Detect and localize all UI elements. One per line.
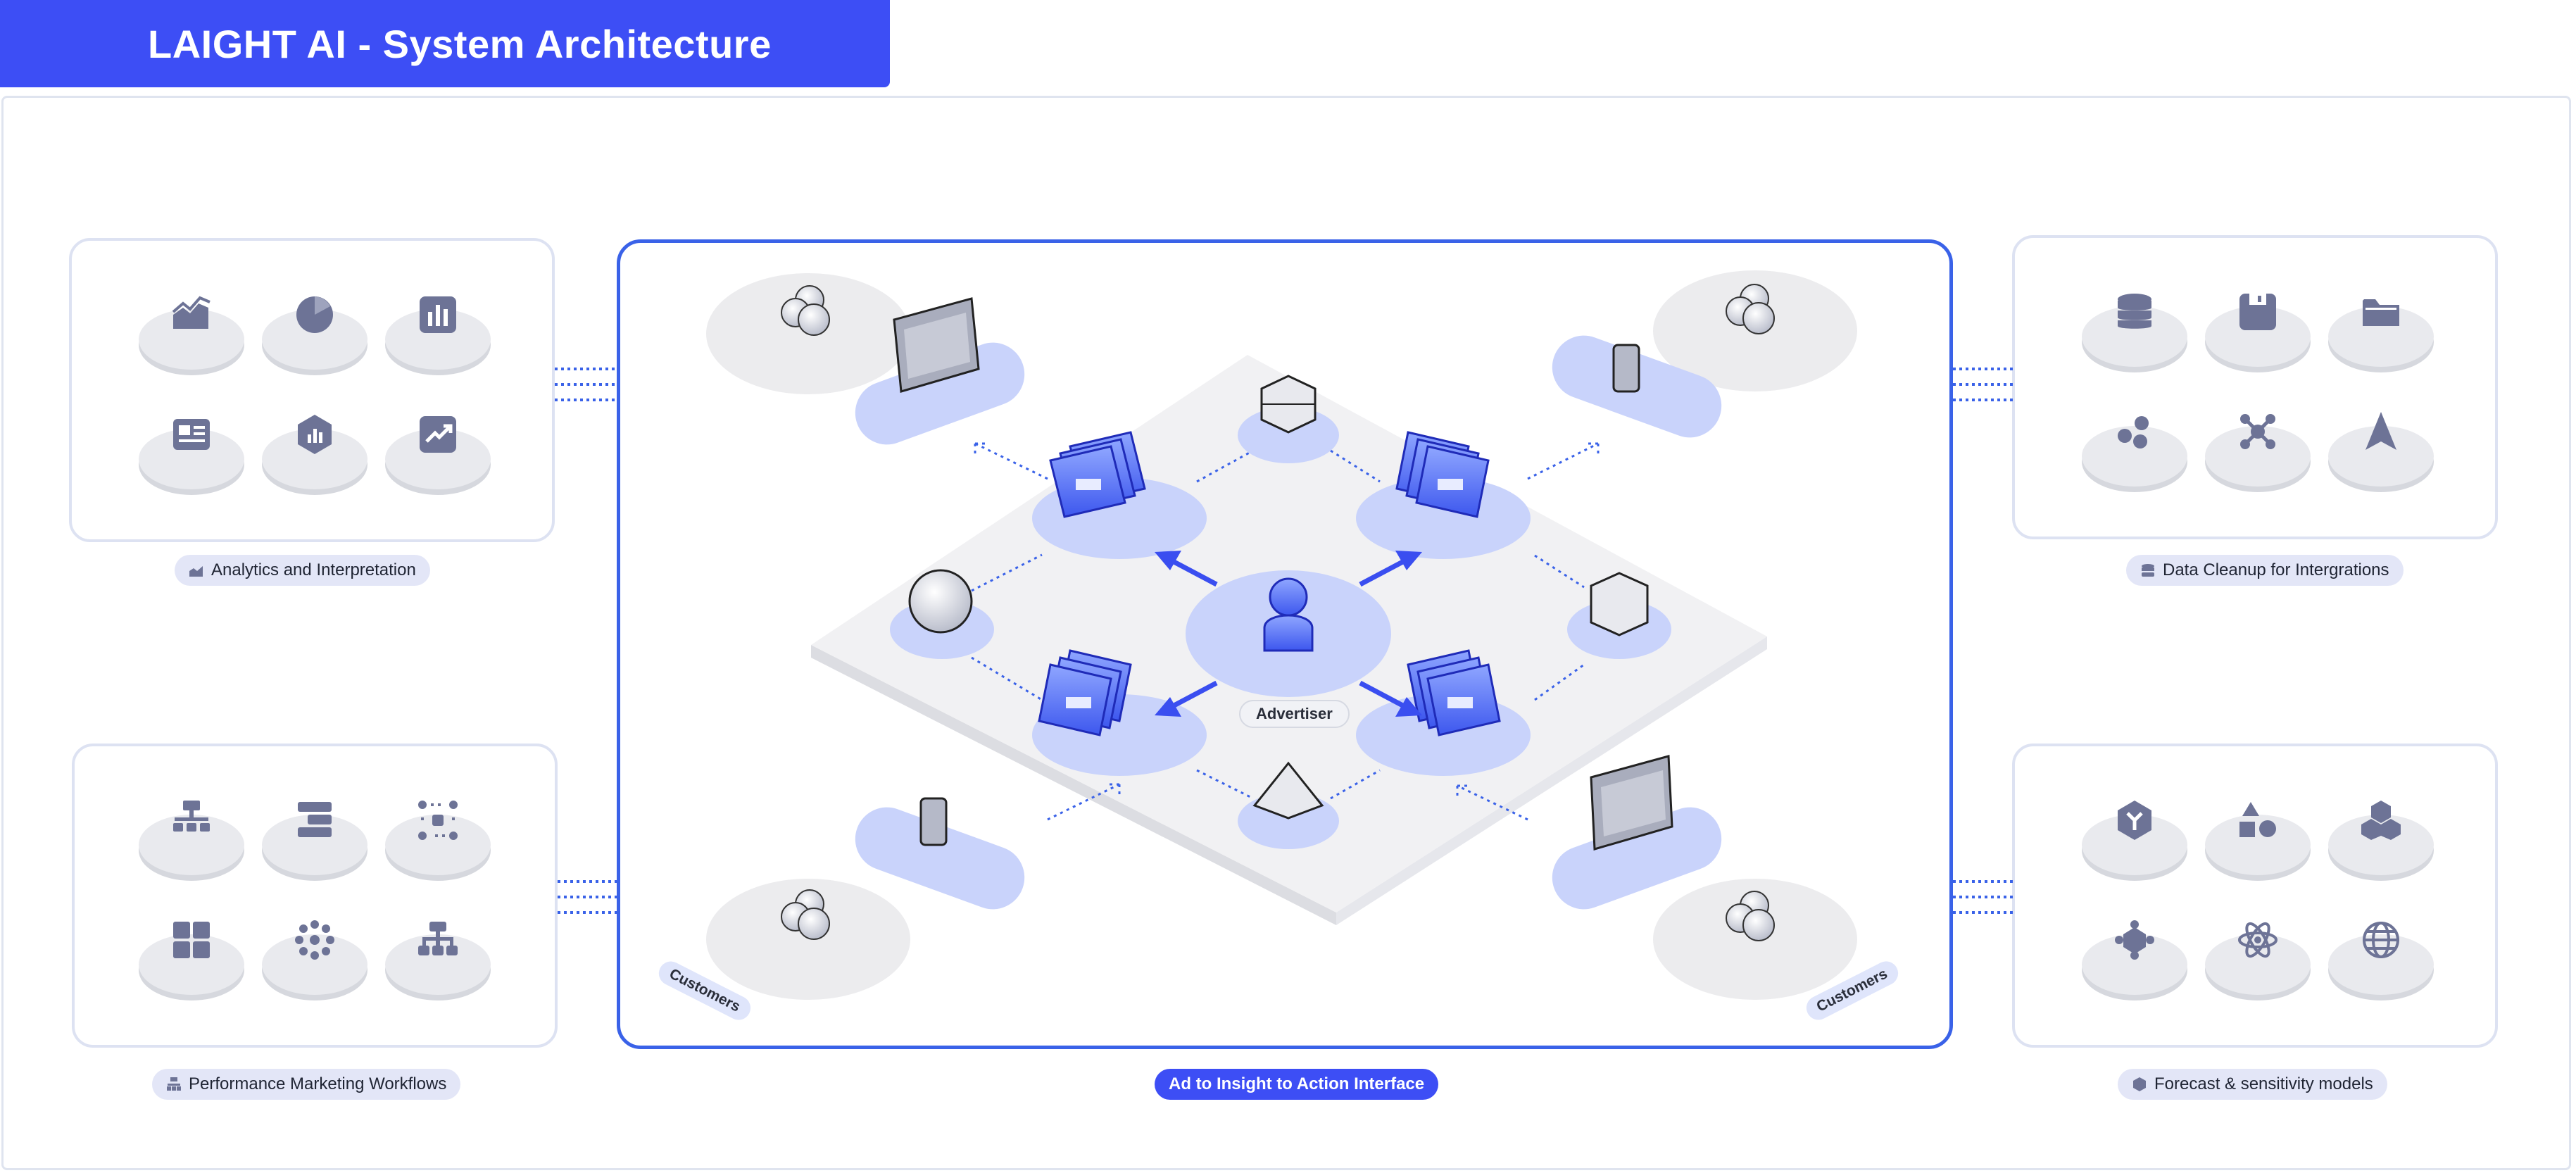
data-cleanup-tile <box>2328 291 2434 368</box>
customer-group-bottom-right <box>1653 879 1857 1000</box>
analytics-tile <box>262 413 367 491</box>
database-icon <box>2118 294 2151 329</box>
data-cleanup-tile <box>2205 291 2311 368</box>
data-cleanup-label: Data Cleanup for Intergrations <box>2126 555 2404 586</box>
flower-icon <box>295 920 334 960</box>
analytics-tile <box>139 294 244 371</box>
customer-group-top-right <box>1653 270 1857 391</box>
analytics-tile <box>385 294 491 371</box>
data-cleanup-tile <box>2205 410 2311 488</box>
monitor-top-left <box>855 297 1025 445</box>
save-icon <box>2239 294 2276 330</box>
dashboard-icon <box>173 419 210 450</box>
network-icon <box>2240 414 2275 449</box>
advertiser-arrows <box>1155 551 1422 717</box>
title-bar: LAIGHT AI - System Architecture <box>0 0 890 87</box>
forecast-tile <box>2205 799 2311 877</box>
cubes-icon <box>2361 801 2401 840</box>
pie-chart-icon <box>296 296 333 333</box>
hex-chart-icon <box>298 415 332 454</box>
dots-cluster-icon <box>2118 416 2149 448</box>
pyramid-node <box>1238 761 1339 849</box>
performance-tile <box>385 799 491 877</box>
shapes-icon <box>2239 802 2276 837</box>
advertiser-node <box>1186 570 1391 697</box>
page-title: LAIGHT AI - System Architecture <box>148 21 772 66</box>
performance-tile <box>262 799 367 877</box>
performance-tile <box>139 799 244 877</box>
forecast-tile <box>2328 799 2434 877</box>
phone-top-right <box>1552 335 1722 438</box>
isometric-scene <box>706 270 1857 1000</box>
server-node <box>1238 375 1339 463</box>
performance-tile <box>262 919 367 996</box>
hex-y-icon <box>2133 1077 2146 1091</box>
diagram-canvas <box>1 96 2571 1170</box>
center-frame <box>617 239 1953 1049</box>
sitemap-icon <box>173 801 210 832</box>
hex-y-icon <box>2118 801 2151 840</box>
atom-icon <box>2238 922 2277 958</box>
grid-icon <box>173 922 210 958</box>
center-label: Ad to Insight to Action Interface <box>1155 1069 1439 1100</box>
area-chart-icon <box>172 296 211 329</box>
forecast-tile <box>2082 919 2187 996</box>
folder-icon <box>2363 299 2399 326</box>
performance-label: Performance Marketing Workflows <box>152 1069 461 1100</box>
hex-server-node <box>1567 572 1671 659</box>
forecast-label: Forecast & sensitivity models <box>2118 1069 2387 1100</box>
customer-group-top-left <box>706 273 910 394</box>
analytics-panel <box>69 238 555 542</box>
phone-bottom-left <box>855 797 1025 910</box>
area-chart-icon <box>189 566 203 577</box>
molecule-icon <box>2115 920 2154 960</box>
analytics-tile <box>139 413 244 491</box>
analytics-tile <box>385 413 491 491</box>
forecast-panel <box>2012 744 2498 1048</box>
database-icon <box>2142 564 2154 577</box>
performance-panel <box>72 744 558 1048</box>
performance-tile <box>139 919 244 996</box>
monitor-bottom-right <box>1552 755 1722 910</box>
steps-icon <box>298 802 332 837</box>
forecast-tile <box>2082 799 2187 877</box>
bar-chart-icon <box>420 296 456 333</box>
data-cleanup-tile <box>2328 410 2434 488</box>
analytics-tile <box>262 294 367 371</box>
nodes-icon <box>418 801 458 840</box>
forecast-connector <box>1953 880 2013 914</box>
links <box>971 442 1600 821</box>
window-stack-top-right <box>1356 431 1531 559</box>
data-cleanup-panel <box>2012 235 2498 539</box>
data-cleanup-connector <box>1953 368 2013 401</box>
analytics-connector <box>555 368 618 401</box>
data-cleanup-tile <box>2082 291 2187 368</box>
sitemap-icon <box>167 1077 181 1091</box>
globe-icon <box>2363 922 2399 958</box>
performance-connector <box>558 880 618 914</box>
customer-group-bottom-left <box>706 879 910 1000</box>
data-cleanup-tile <box>2082 410 2187 488</box>
hierarchy-icon <box>418 922 458 955</box>
sphere-node <box>890 569 994 659</box>
analytics-label: Analytics and Interpretation <box>175 555 430 586</box>
advertiser-label: Advertiser <box>1239 700 1350 728</box>
forecast-tile <box>2205 919 2311 996</box>
trend-up-icon <box>420 416 456 453</box>
navigation-icon <box>2365 412 2396 450</box>
window-stack-top-left <box>1032 431 1207 559</box>
performance-tile <box>385 919 491 996</box>
forecast-tile <box>2328 919 2434 996</box>
